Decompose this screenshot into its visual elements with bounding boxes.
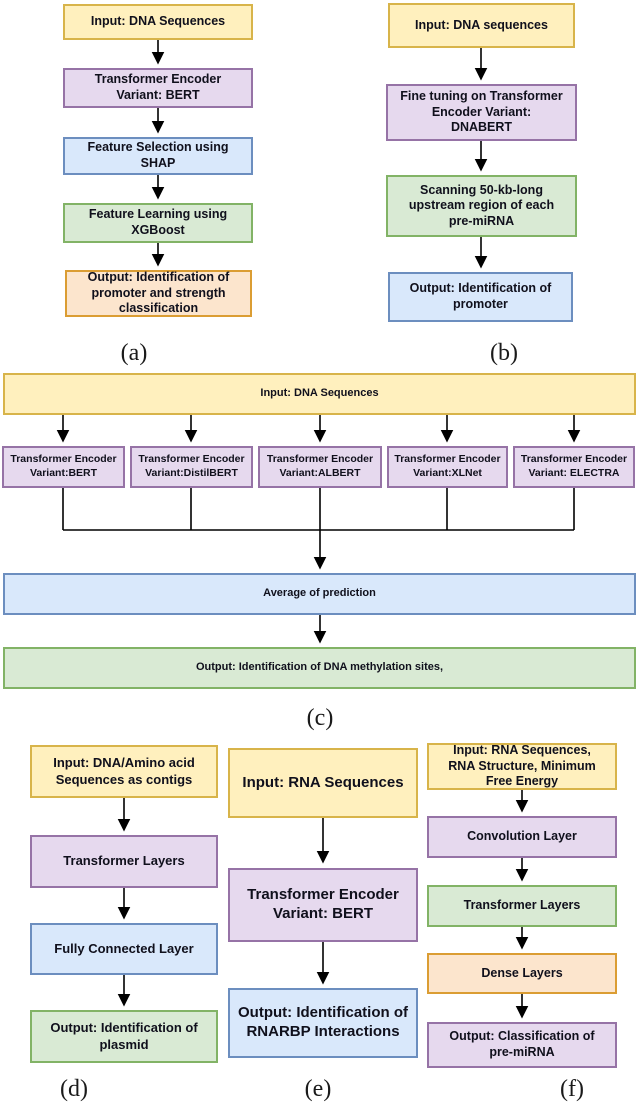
panel-d-output-box: Output: Identification of plasmid	[30, 1010, 218, 1063]
panel-c-electra-box: Transformer Encoder Variant: ELECTRA	[513, 446, 635, 488]
panel-d-transformer-box: Transformer Layers	[30, 835, 218, 888]
panel-b-input-text: Input: DNA sequences	[415, 17, 548, 32]
panel-e-output-text: Output: Identification of RNARBP Interac…	[238, 1004, 408, 1040]
panel-e-input-box: Input: RNA Sequences	[228, 748, 418, 818]
panel-f-transformer-text: Transformer Layers	[463, 898, 581, 913]
panel-b-output-text: Output: Identification of promoter	[409, 281, 552, 311]
panel-f-input-box: Input: RNA Sequences, RNA Structure, Min…	[427, 743, 617, 790]
panel-d-fc-text: Fully Connected Layer	[54, 940, 194, 956]
panel-c-average-text: Average of prediction	[263, 587, 376, 600]
panel-a-bert-text: Transformer Encoder Variant: BERT	[94, 72, 222, 102]
panel-f-output-box: Output: Classification of pre-miRNA	[427, 1022, 617, 1068]
panel-c-input-text: Input: DNA Sequences	[260, 387, 379, 400]
panel-b-input-box: Input: DNA sequences	[388, 3, 575, 48]
panel-f-transformer-box: Transformer Layers	[427, 885, 617, 927]
panel-c-average-box: Average of prediction	[3, 573, 636, 615]
panel-f-output-text: Output: Classification of pre-miRNA	[449, 1029, 595, 1059]
panel-b-scan-text: Scanning 50-kb-long upstream region of e…	[408, 182, 555, 228]
panel-c-distilbert-box: Transformer Encoder Variant:DistilBERT	[130, 446, 253, 488]
panel-f-dense-text: Dense Layers	[481, 965, 563, 980]
panel-f-conv-text: Convolution Layer	[467, 829, 577, 844]
panel-f-dense-box: Dense Layers	[427, 953, 617, 994]
panel-e-output-box: Output: Identification of RNARBP Interac…	[228, 988, 418, 1058]
panel-c-input-box: Input: DNA Sequences	[3, 373, 636, 415]
panel-a-input-text: Input: DNA Sequences	[90, 14, 226, 29]
panel-f-input-text: Input: RNA Sequences, RNA Structure, Min…	[448, 743, 596, 789]
panel-c-xlnet-box: Transformer Encoder Variant:XLNet	[387, 446, 508, 488]
panel-d-fc-box: Fully Connected Layer	[30, 923, 218, 975]
panel-c-output-text: Output: Identification of DNA methylatio…	[195, 661, 444, 674]
panel-c-electra-text: Transformer Encoder Variant: ELECTRA	[520, 453, 628, 479]
panel-b-dnabert-text: Fine tuning on Transformer Encoder Varia…	[400, 89, 563, 135]
panel-a-output-text: Output: Identification of promoter and s…	[87, 270, 230, 316]
panel-a-xgboost-text: Feature Learning using XGBoost	[88, 207, 228, 237]
panel-a-bert-box: Transformer Encoder Variant: BERT	[63, 68, 253, 108]
panel-a-xgboost-box: Feature Learning using XGBoost	[63, 203, 253, 243]
panel-d-input-text: Input: DNA/Amino acid Sequences as conti…	[53, 755, 195, 787]
panel-d-label: (d)	[60, 1075, 88, 1102]
panel-e-bert-box: Transformer Encoder Variant: BERT	[228, 868, 418, 942]
panel-e-input-text: Input: RNA Sequences	[242, 773, 404, 791]
panel-c-bert-box: Transformer Encoder Variant:BERT	[2, 446, 125, 488]
panel-d-output-text: Output: Identification of plasmid	[50, 1020, 198, 1052]
panel-f-label: (f)	[560, 1075, 584, 1102]
panel-c-albert-box: Transformer Encoder Variant:ALBERT	[258, 446, 382, 488]
panel-c-xlnet-text: Transformer Encoder Variant:XLNet	[394, 453, 501, 479]
panel-e-bert-text: Transformer Encoder Variant: BERT	[247, 886, 399, 922]
panel-f-conv-box: Convolution Layer	[427, 816, 617, 858]
panel-b-label: (b)	[490, 339, 518, 366]
panel-a-shap-box: Feature Selection using SHAP	[63, 137, 253, 175]
panel-d-input-box: Input: DNA/Amino acid Sequences as conti…	[30, 745, 218, 798]
panel-c-albert-text: Transformer Encoder Variant:ALBERT	[266, 453, 374, 479]
panel-c-output-box: Output: Identification of DNA methylatio…	[3, 647, 636, 689]
panel-d-transformer-text: Transformer Layers	[63, 853, 185, 869]
panel-b-dnabert-box: Fine tuning on Transformer Encoder Varia…	[386, 84, 577, 141]
panel-a-label: (a)	[120, 339, 148, 366]
panel-e-label: (e)	[304, 1075, 332, 1102]
panel-c-bert-text: Transformer Encoder Variant:BERT	[10, 453, 117, 479]
panel-c-label: (c)	[306, 704, 334, 731]
panel-a-shap-text: Feature Selection using SHAP	[87, 140, 229, 170]
panel-a-output-box: Output: Identification of promoter and s…	[65, 270, 252, 317]
panel-b-scan-box: Scanning 50-kb-long upstream region of e…	[386, 175, 577, 237]
panel-c-distilbert-text: Transformer Encoder Variant:DistilBERT	[138, 453, 245, 479]
panel-b-output-box: Output: Identification of promoter	[388, 272, 573, 322]
panel-a-input-box: Input: DNA Sequences	[63, 4, 253, 40]
